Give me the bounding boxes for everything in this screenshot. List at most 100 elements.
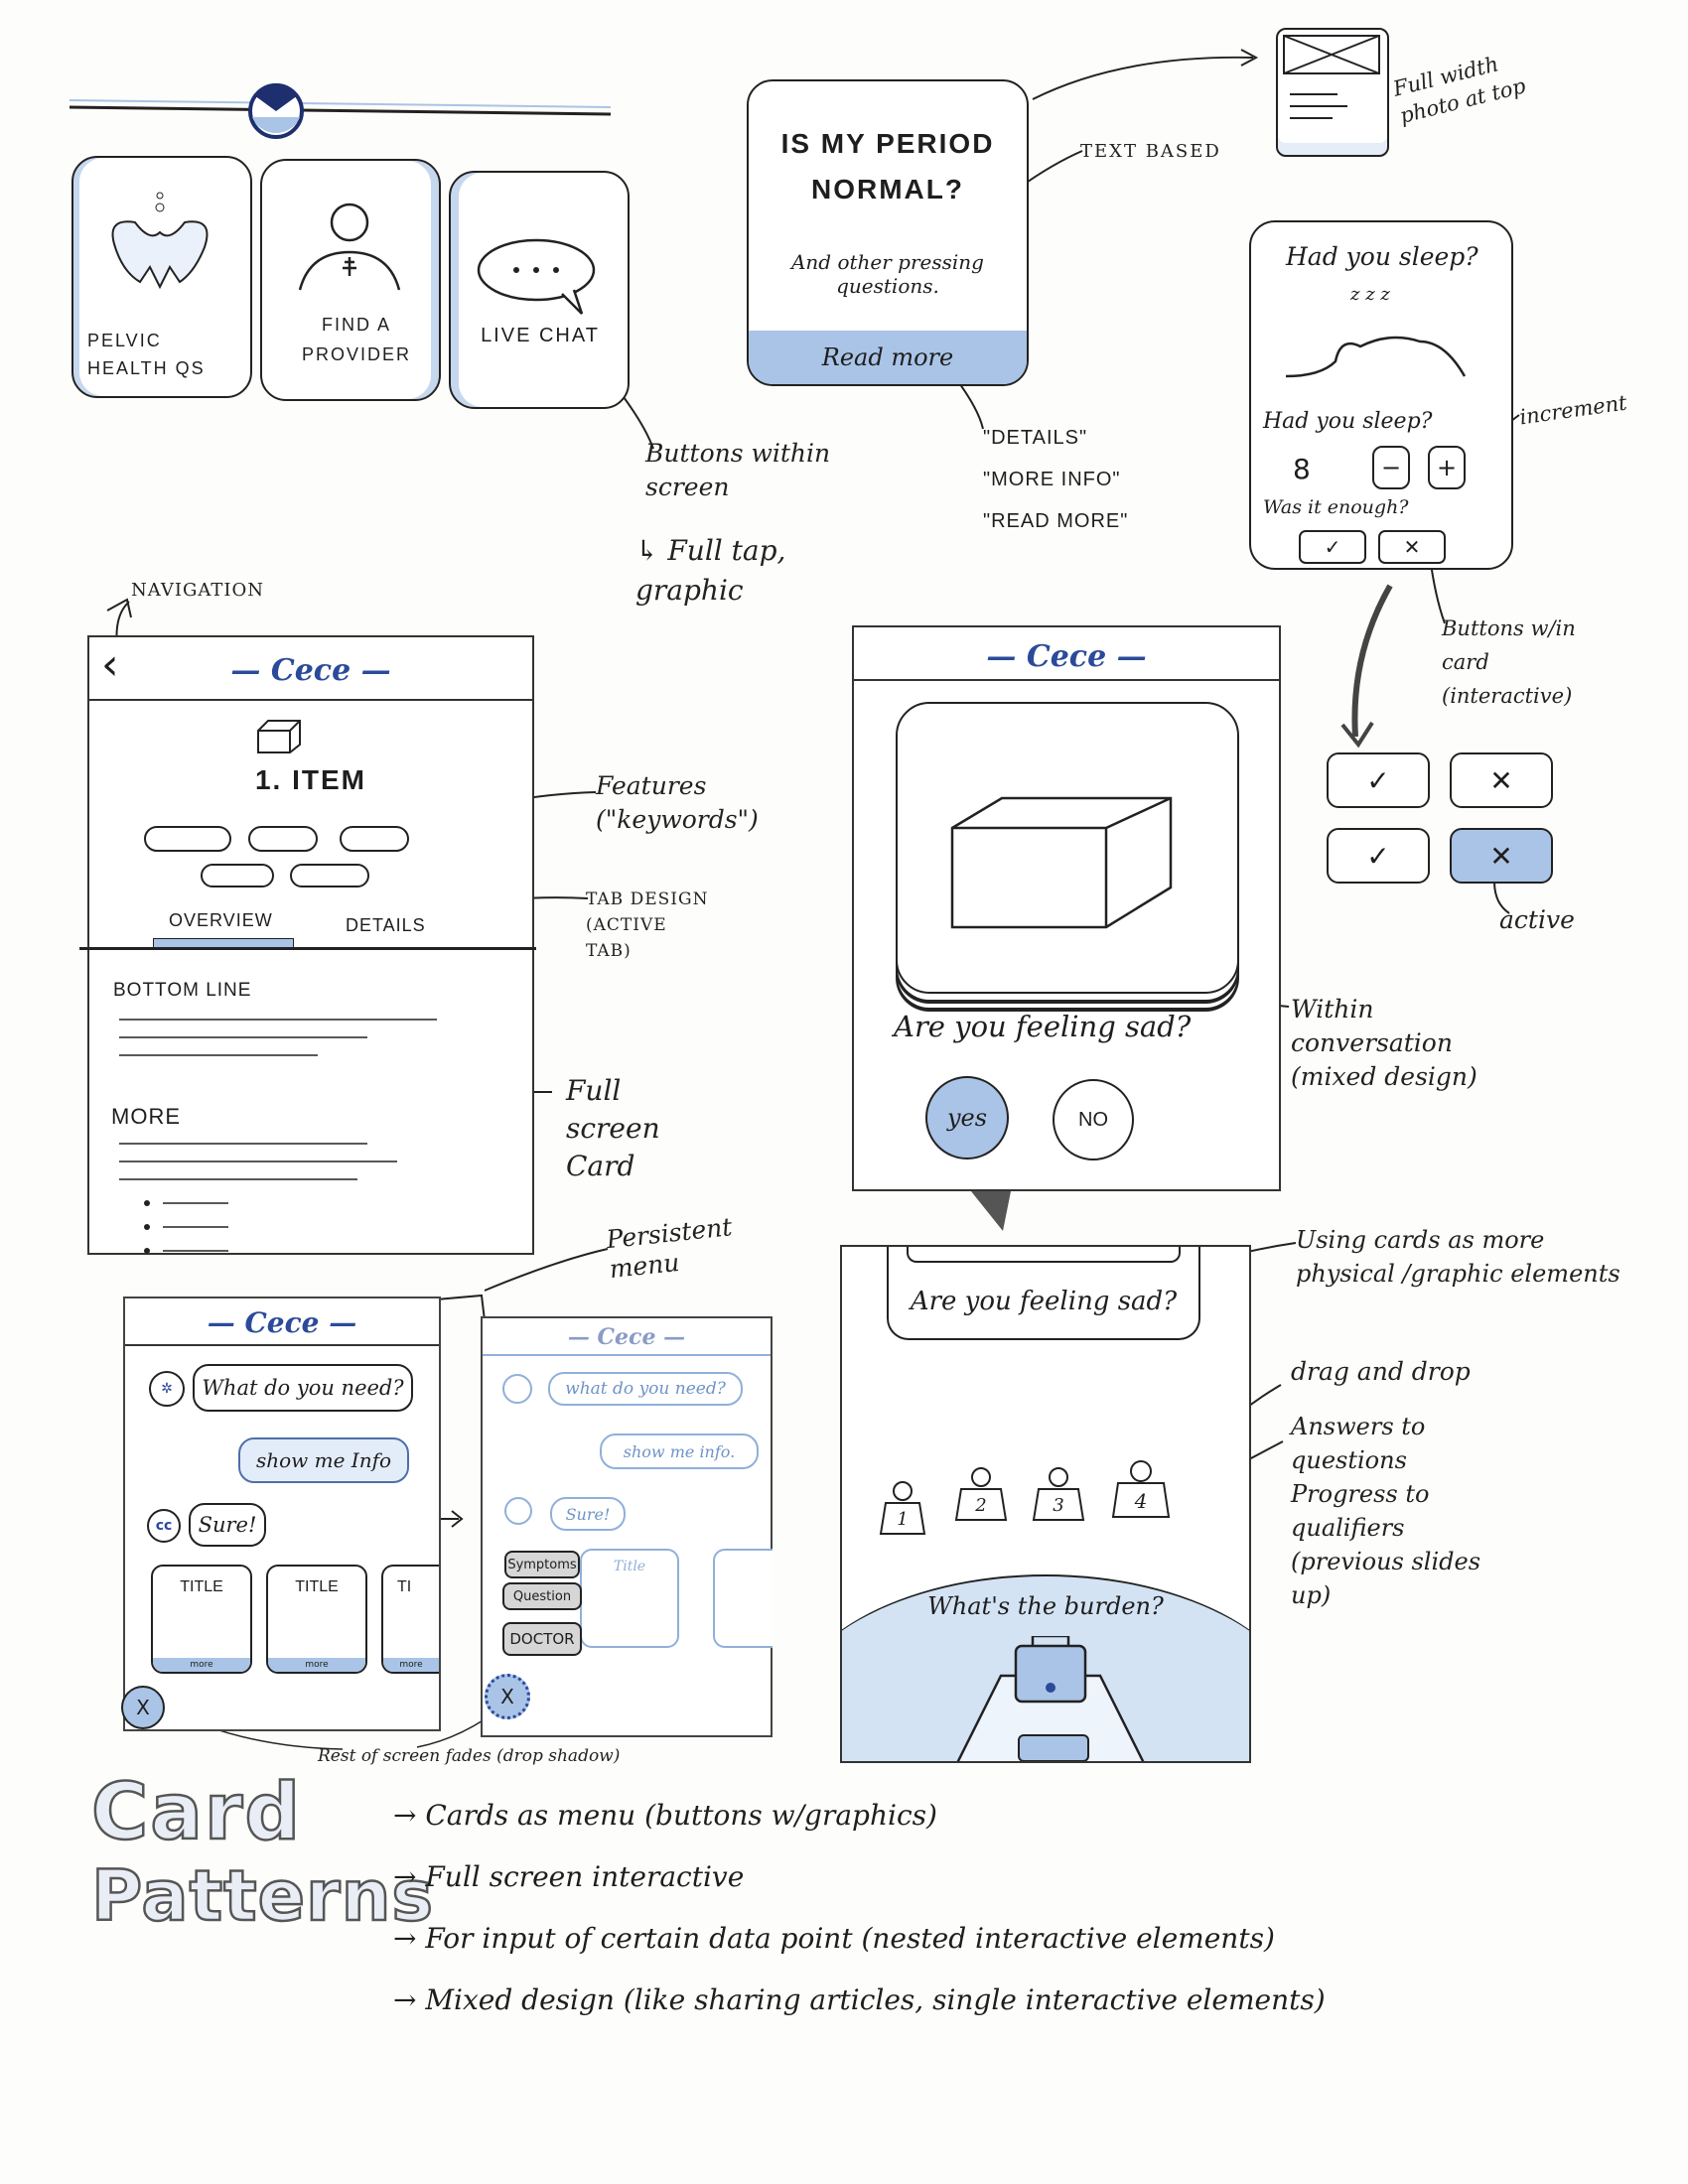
annotation-drag-and-drop: drag and drop [1291,1357,1471,1386]
weight-answer-2[interactable]: 2 [953,1465,1009,1525]
article-title: IS MY PERIOD NORMAL? [780,128,995,205]
yes-button[interactable]: yes [925,1076,1009,1160]
sleep-card-header: Had you sleep? [1286,242,1478,271]
bot-message: Sure! [189,1503,266,1547]
keyword-pill[interactable] [201,864,274,887]
yes-label: yes [946,1104,988,1132]
conversation-screen: — Cece — Are you feeling sad? yes NO [852,625,1281,1191]
chat-card[interactable]: TITLE more [266,1565,367,1674]
back-button[interactable]: ‹ [101,639,119,690]
persistent-menu-button[interactable]: X [121,1686,165,1729]
weight-label: 3 [1053,1495,1064,1516]
annotation-tab-design: TAB DESIGN (active TAB) [586,889,709,961]
details-options: "DETAILS" "MORE INFO" "READ MORE" [983,417,1128,542]
title-line-2: Patterns [90,1854,435,1939]
header-divider [854,679,1279,681]
burden-question: What's the burden? [927,1592,1164,1620]
weight-answer-1[interactable]: 1 [878,1479,927,1539]
menu-item-doctor[interactable]: DOCTOR [502,1622,582,1656]
weight-label: 2 [975,1495,987,1516]
answer-yes-button[interactable]: ✓ [1327,752,1430,808]
no-label: NO [1078,1108,1108,1131]
no-button[interactable]: NO [1053,1079,1134,1160]
answer-no-button-active[interactable]: ✕ [1450,828,1553,884]
weight-answer-4[interactable]: 4 [1110,1459,1172,1521]
menu-card-live-chat[interactable]: LIVE CHAT [449,171,630,409]
header-divider [125,1344,439,1346]
annotation-full-screen-card: Full screen Card [566,1074,660,1182]
menu-card-label: LIVE CHAT [481,325,600,346]
chat-card-title: TITLE [180,1578,223,1595]
brand-logo: — Cece — [567,1324,686,1350]
chat-card[interactable] [713,1549,773,1648]
persistent-menu-close-button[interactable]: X [485,1674,530,1719]
tab-overview[interactable]: OVERVIEW [169,910,273,930]
chat-card-title: TI [397,1578,412,1595]
annotation-using-cards: Using cards as more physical /graphic el… [1296,1226,1620,1288]
annotation-buttons-in-card: Buttons w/in card (interactive) [1442,616,1576,708]
chat-card-more[interactable]: more [383,1658,439,1672]
chat-bubble-icon [477,238,596,315]
menu-card-pelvic[interactable]: PELVIC HEALTH Qs [71,156,252,398]
bot-avatar: ✲ [149,1371,185,1407]
annotation-buttons-within-screen: Buttons within screen [645,439,831,501]
sleep-zzz: z z z [1350,284,1390,305]
annotation-persistent-menu: Persistent menu [605,1212,734,1285]
annotation-full-tap: ↳ Full tap, graphic [635,534,786,607]
sleep-card: Had you sleep? z z z Had you sleep? 8 − … [1249,220,1513,570]
title-line-1: Card [90,1768,303,1857]
tab-divider [79,947,536,950]
increment-button[interactable]: + [1428,446,1466,489]
keyword-pill[interactable] [144,826,231,852]
chat-card[interactable]: TI more [381,1565,439,1674]
annotation-within-conversation: Within conversation (mixed design) [1291,995,1477,1091]
card-patterns-list: → Cards as menu (buttons w/graphics) → F… [393,1799,1386,2045]
annotation-active: active [1499,905,1575,934]
menu-card-provider[interactable]: FIND A PROVIDER [260,159,441,401]
article-card[interactable]: IS MY PERIOD NORMAL? And other pressing … [747,79,1029,386]
item-screen: ‹ — Cece — 1. ITEM OVERVIEW DETAILS BOTT… [79,635,536,1255]
card-patterns-title: Card Patterns [90,1768,435,1939]
answer-no-button[interactable]: ✕ [1450,752,1553,808]
chat-card[interactable]: Title [580,1549,679,1648]
annotation-navigation: NAVIGATION [131,580,264,601]
menu-item-symptoms[interactable]: Symptoms [504,1551,580,1578]
pattern-item: → Cards as menu (buttons w/graphics) [393,1799,937,1832]
weight-answer-3[interactable]: 3 [1031,1465,1086,1525]
chat-card-more[interactable]: more [153,1658,250,1672]
media-card[interactable] [896,702,1239,994]
person-icon [298,203,401,291]
chat-card-more[interactable]: more [268,1658,365,1672]
menu-item-question[interactable]: Question [502,1582,582,1610]
brand-logo: — Cece — [230,653,391,688]
brand-logo: — Cece — [207,1306,357,1339]
tab-details[interactable]: DETAILS [346,915,426,935]
user-reply: show me Info [238,1437,409,1483]
bot-message: what do you need? [548,1372,743,1406]
sleep-yes-button[interactable]: ✓ [1299,530,1366,564]
option-details: "DETAILS" [983,427,1088,449]
annotation-answers-progress: Answers to questions Progress to qualifi… [1291,1413,1481,1609]
bot-message: What do you need? [193,1364,413,1412]
keyword-pill[interactable] [248,826,318,852]
read-more-button[interactable]: Read more [749,331,1027,384]
pattern-item: → Mixed design (like sharing articles, s… [393,1983,1326,2016]
chat-card[interactable]: TITLE more [151,1565,252,1674]
decrement-button[interactable]: − [1372,446,1410,489]
keyword-pill[interactable] [340,826,409,852]
sleep-no-button[interactable]: ✕ [1378,530,1446,564]
bot-avatar: cc [147,1509,181,1543]
box-icon [257,720,301,753]
card-stack-edge [907,1247,1181,1263]
chat-screen: — Cece — ✲ What do you need? show me Inf… [121,1297,441,1731]
user-reply: show me info. [600,1433,759,1469]
keyword-pill[interactable] [290,864,369,887]
chat-card-title: Title [613,1559,646,1574]
pattern-item: → For input of certain data point (neste… [393,1922,1275,1955]
weight-label: 1 [897,1509,909,1530]
option-more-info: "MORE INFO" [983,469,1121,490]
sleep-enough-question: Was it enough? [1263,496,1409,518]
close-icon: X [500,1685,514,1708]
weight-icon [1032,1467,1085,1521]
answer-yes-button-inactive[interactable]: ✓ [1327,828,1430,884]
